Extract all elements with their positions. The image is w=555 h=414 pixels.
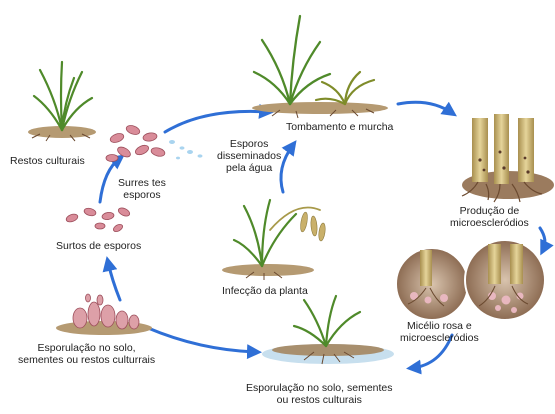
label-esporos-disseminados-line3: pela água — [217, 162, 281, 174]
spore-cluster-middle — [65, 206, 131, 233]
soil-sporulation-left-illustration — [56, 294, 152, 335]
label-esporos-disseminados-line1: Esporos — [217, 138, 281, 150]
spore-cluster-top — [106, 124, 166, 162]
label-micelio-line2: microescleródios — [400, 332, 479, 344]
water-droplets-top — [169, 140, 203, 159]
label-esporulacao-baixo-line2: ou restos culturais — [246, 394, 393, 406]
label-producao-microesclerodios: Produção de microescleródios — [450, 205, 529, 229]
label-producao-line1: Produção de — [450, 205, 529, 217]
arrow-production-to-mycelium — [540, 228, 545, 250]
arrow-left-to-bottom — [148, 328, 256, 352]
arrow-surtos-to-spores — [100, 158, 120, 202]
label-surres-esporos-line2: esporos — [118, 189, 166, 201]
soil-sporulation-bottom-illustration — [262, 296, 394, 364]
stem-base-production-illustration — [462, 114, 554, 202]
label-surres-esporos-line1: Surres tes — [118, 177, 166, 189]
label-esporos-disseminados-line2: disseminados — [217, 150, 281, 162]
mycelium-magnified-lenses — [396, 240, 545, 320]
infected-plant-illustration — [222, 200, 326, 280]
label-esporulacao-baixo-line1: Esporulação no solo, sementes — [246, 382, 393, 394]
label-producao-line2: microescleródios — [450, 217, 529, 229]
label-surtos-esporos: Surtos de esporos — [56, 240, 141, 252]
arrow-infection-to-wilt — [281, 145, 293, 192]
label-esporulacao-esq-line1: Esporulação no solo, — [18, 342, 155, 354]
label-restos-culturais-text: Restos culturais — [10, 155, 85, 167]
label-esporulacao-esquerda: Esporulação no solo, sementes ou restos … — [18, 342, 155, 366]
wilting-plants-illustration — [252, 16, 388, 118]
label-esporos-disseminados: Esporos disseminados pela água — [217, 138, 281, 174]
arrow-left-up-to-surtos — [108, 262, 120, 300]
label-esporulacao-baixo: Esporulação no solo, sementes ou restos … — [246, 382, 393, 406]
label-surtos-text: Surtos de esporos — [56, 240, 141, 252]
label-infeccao-planta: Infecção da planta — [222, 285, 308, 297]
label-esporulacao-esq-line2: sementes ou restos culturrais — [18, 354, 155, 366]
label-infeccao-text: Infecção da planta — [222, 285, 308, 297]
label-tombamento-murcha: Tombamento e murcha — [286, 121, 393, 133]
arrow-wilt-to-production — [398, 102, 452, 113]
label-restos-culturais: Restos culturais — [10, 155, 85, 167]
label-micelio-line1: Micélio rosa e — [400, 320, 479, 332]
arrow-spores-to-wilt — [165, 111, 268, 132]
label-surres-esporos: Surres tes esporos — [118, 177, 166, 201]
label-tombamento-text: Tombamento e murcha — [286, 121, 393, 133]
crop-residue-plant-illustration — [28, 62, 96, 141]
label-micelio-rosa: Micélio rosa e microescleródios — [400, 320, 479, 344]
